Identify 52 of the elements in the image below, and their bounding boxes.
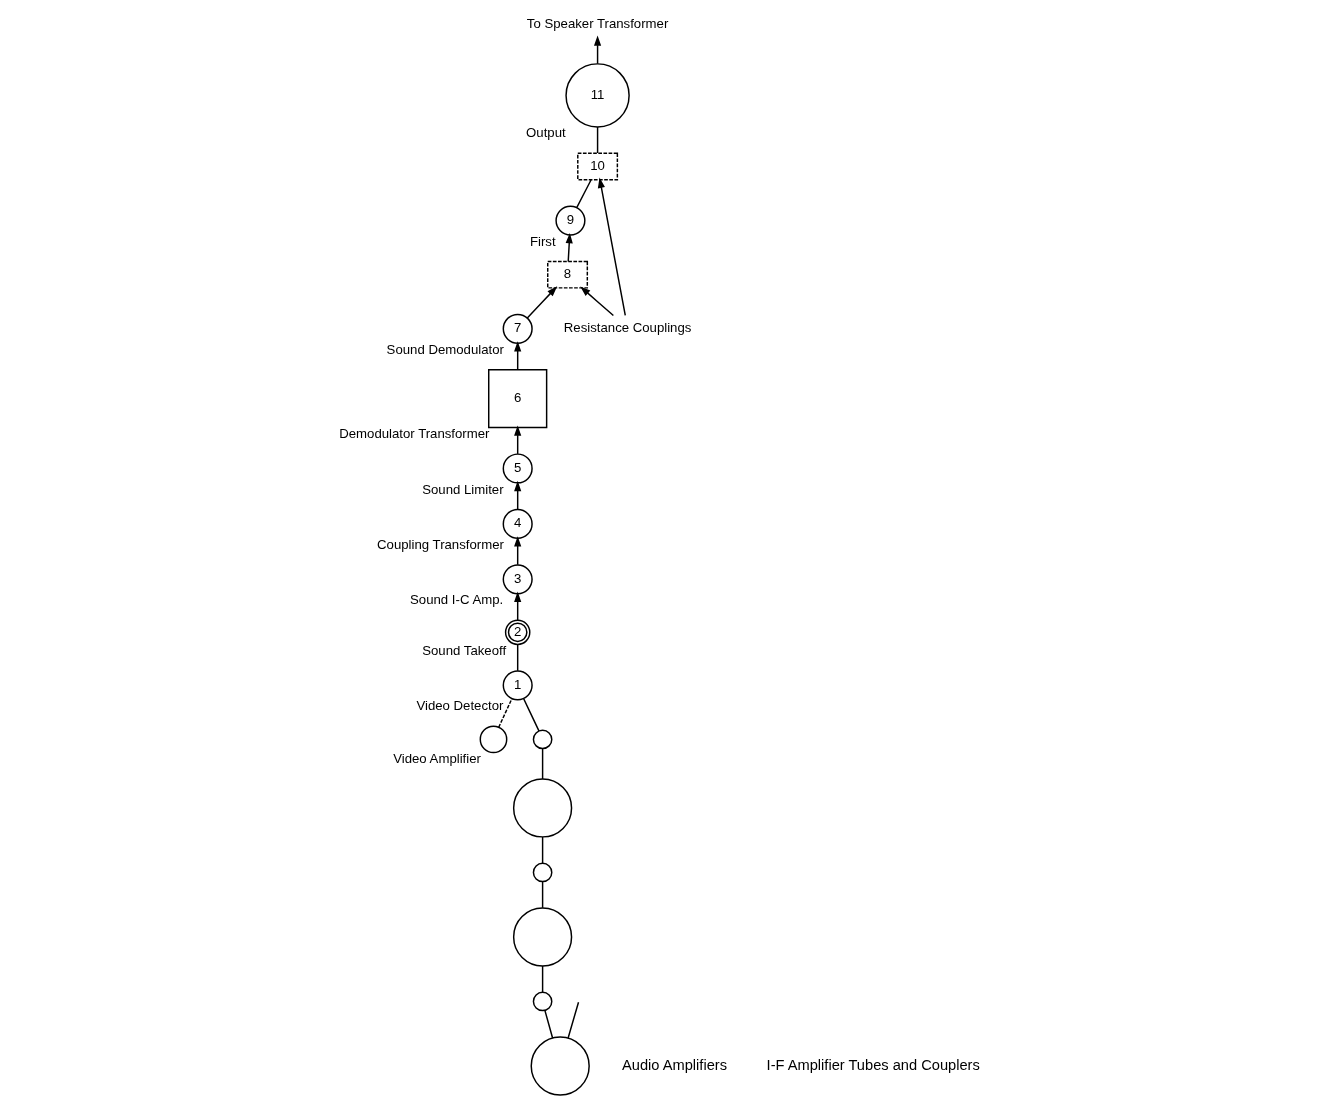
connector bbox=[497, 698, 513, 728]
node-label: Sound Takeoff bbox=[421, 642, 506, 658]
node-circle bbox=[532, 991, 552, 1012]
node-label: Coupling Transformer bbox=[376, 536, 504, 552]
connector bbox=[575, 179, 592, 209]
arrow bbox=[513, 536, 521, 566]
node-text: Resistance Couplings bbox=[563, 320, 691, 336]
node-circle: 3 bbox=[502, 564, 533, 595]
arrow bbox=[513, 341, 521, 371]
node-circle: 7 bbox=[502, 313, 533, 344]
node-label: Video Amplifier bbox=[392, 751, 481, 767]
node-box: 8 bbox=[546, 260, 588, 289]
connector bbox=[541, 881, 543, 909]
node-circle bbox=[512, 907, 572, 967]
node-text: To Speaker Transformer bbox=[526, 15, 668, 31]
connector bbox=[543, 1009, 553, 1039]
connector bbox=[522, 698, 540, 732]
connector bbox=[541, 836, 543, 864]
node-circle bbox=[532, 729, 552, 750]
node-label: Demodulator Transformer bbox=[338, 426, 489, 442]
node-box: 6 bbox=[487, 368, 547, 429]
node-circle: 5 bbox=[502, 453, 533, 484]
arrow bbox=[565, 232, 573, 263]
node-circle bbox=[530, 1036, 590, 1096]
connector bbox=[541, 748, 543, 780]
label: I-F Amplifier Tubes and Couplers bbox=[766, 1056, 980, 1073]
arrow bbox=[579, 286, 614, 317]
node-label: Output bbox=[525, 125, 566, 141]
arrow bbox=[526, 286, 557, 319]
node-box: 10 bbox=[576, 152, 618, 181]
node-circle: 1 bbox=[502, 670, 533, 701]
connector bbox=[596, 126, 598, 154]
arrow bbox=[513, 591, 521, 621]
node-circle bbox=[512, 778, 572, 838]
node-circle bbox=[532, 862, 552, 883]
connector bbox=[566, 1001, 579, 1039]
node-circle: 4 bbox=[502, 508, 533, 539]
label: Audio Amplifiers bbox=[621, 1056, 727, 1073]
arrow bbox=[513, 425, 521, 455]
arrow bbox=[597, 177, 626, 317]
node-label: First bbox=[529, 233, 556, 249]
node-circle bbox=[479, 725, 507, 754]
node-circle: 9 bbox=[554, 205, 586, 236]
arrow bbox=[593, 35, 601, 65]
node-circle: 11 bbox=[564, 63, 630, 128]
connector bbox=[516, 643, 518, 672]
arrow bbox=[513, 480, 521, 510]
node-label: Sound Limiter bbox=[421, 481, 504, 497]
connector bbox=[541, 965, 543, 993]
node-label: Sound Demodulator bbox=[386, 341, 504, 357]
node-label: Video Detector bbox=[415, 698, 503, 714]
node-label: Sound I-C Amp. bbox=[409, 592, 503, 608]
